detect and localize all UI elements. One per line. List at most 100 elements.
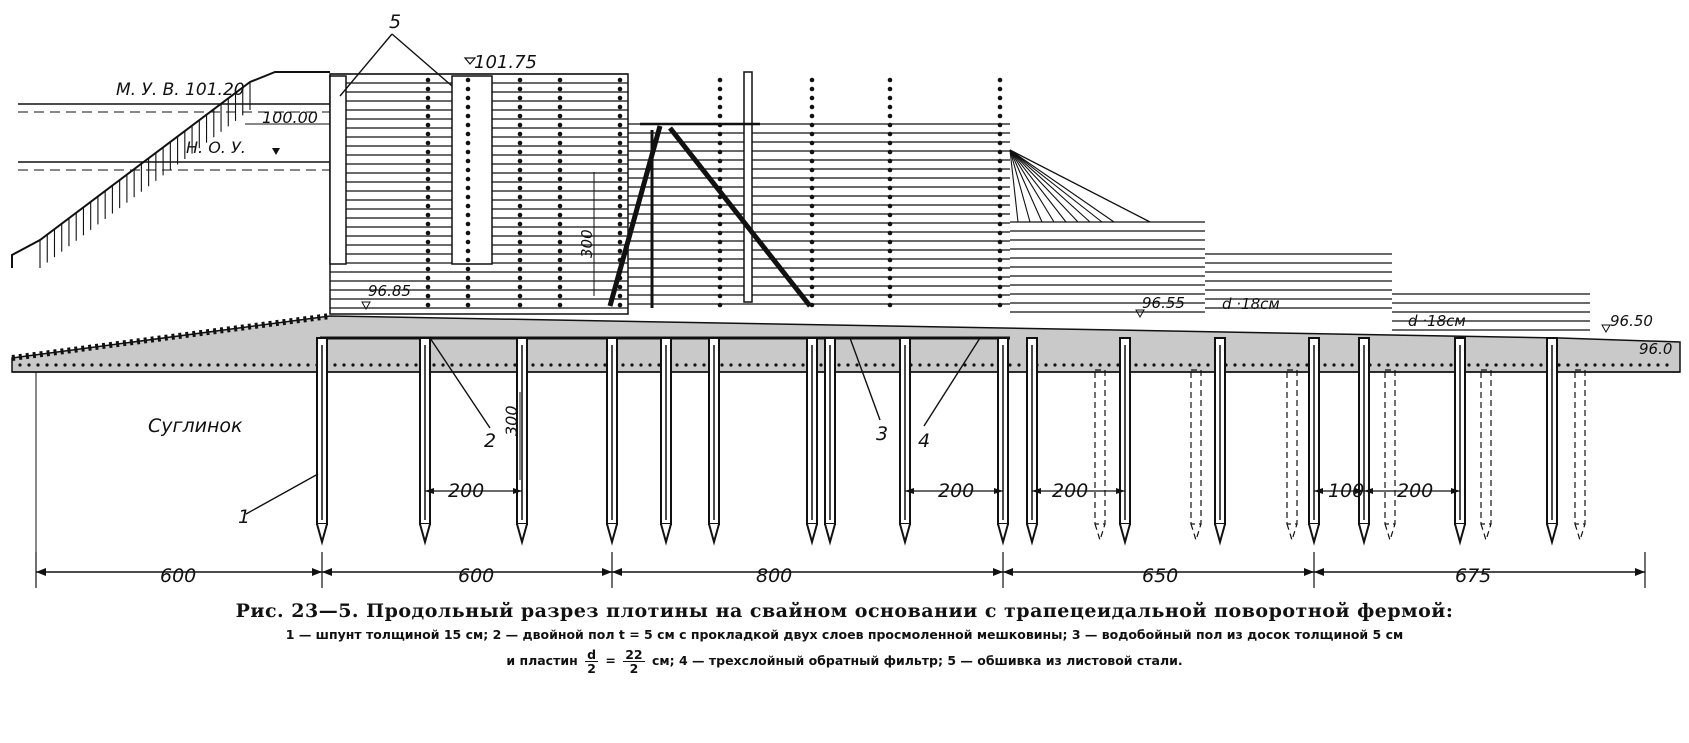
caption-title: Рис. 23—5. Продольный разрез плотины на …	[235, 600, 1454, 622]
fastener	[557, 149, 563, 155]
soil-texture	[846, 363, 850, 367]
pile-outline-tip	[1094, 523, 1106, 543]
fastener	[517, 212, 523, 218]
elevation-crest: 101.75	[474, 52, 537, 73]
soil-texture	[1116, 363, 1120, 367]
soil-texture	[297, 363, 301, 367]
soil-texture	[927, 363, 931, 367]
fastener	[809, 275, 815, 281]
label-nou: Н. О. У.	[186, 138, 246, 157]
soil-texture	[1251, 363, 1255, 367]
fan-line	[1009, 149, 1151, 223]
fastener	[465, 257, 471, 263]
soil-texture	[432, 363, 436, 367]
soil-texture	[1449, 363, 1453, 367]
soil-texture	[657, 363, 661, 367]
fastener	[809, 95, 815, 101]
soil-texture	[1062, 363, 1066, 367]
soil-texture	[855, 363, 859, 367]
soil-texture	[945, 363, 949, 367]
fastener	[997, 140, 1003, 146]
fraction-numerator: d	[585, 647, 599, 662]
fastener	[425, 104, 431, 110]
fan-line	[1009, 149, 1103, 223]
soil-texture	[1296, 363, 1300, 367]
dim-300-lower: 300	[502, 405, 521, 436]
soil-label: Суглинок	[148, 415, 243, 437]
fastener	[887, 248, 893, 254]
soil-texture	[36, 363, 40, 367]
soil-texture	[936, 363, 940, 367]
fastener	[425, 212, 431, 218]
pile-outline	[1190, 369, 1202, 525]
soil-texture	[819, 363, 823, 367]
fastener	[887, 194, 893, 200]
soil-texture	[837, 363, 841, 367]
soil-texture	[171, 363, 175, 367]
fastener	[717, 257, 723, 263]
soil-texture	[495, 363, 499, 367]
soil-texture	[918, 363, 922, 367]
fastener	[465, 131, 471, 137]
fastener	[617, 158, 623, 164]
fastener	[465, 284, 471, 290]
fastener	[517, 167, 523, 173]
soil-texture	[288, 363, 292, 367]
fastener	[517, 77, 523, 83]
soil-texture	[1017, 363, 1021, 367]
label-d18-b: d ·18см	[1408, 312, 1466, 330]
fastener	[557, 257, 563, 263]
fastener	[425, 167, 431, 173]
soil-texture	[198, 363, 202, 367]
soil-texture	[1665, 363, 1669, 367]
soil-texture	[1152, 363, 1156, 367]
pile-outline	[1574, 369, 1586, 525]
fastener	[617, 239, 623, 245]
soil-texture	[774, 363, 778, 367]
slope-line	[11, 71, 330, 268]
sheet-steel	[329, 75, 347, 265]
fastener	[425, 266, 431, 272]
pile-outline	[1480, 369, 1492, 525]
fastener	[425, 248, 431, 254]
soil-texture	[720, 363, 724, 367]
callout-5: 5	[389, 11, 401, 33]
fastener	[809, 248, 815, 254]
soil-texture	[333, 363, 337, 367]
soil-texture	[1503, 363, 1507, 367]
fastener	[465, 221, 471, 227]
fastener	[425, 149, 431, 155]
fastener	[887, 230, 893, 236]
pile-outline-tip	[1384, 523, 1396, 543]
caption-line-2-pre: и пластин	[506, 653, 578, 668]
fraction-denominator: 2	[629, 661, 639, 676]
fastener	[717, 149, 723, 155]
pile-outline	[1094, 369, 1106, 525]
fastener	[425, 239, 431, 245]
soil-texture	[990, 363, 994, 367]
soil-texture	[747, 363, 751, 367]
soil-texture	[1134, 363, 1138, 367]
fastener	[465, 194, 471, 200]
elevation-9650: 96.50	[1610, 312, 1653, 330]
fastener	[425, 122, 431, 128]
fastener	[997, 275, 1003, 281]
fastener	[717, 167, 723, 173]
soil-texture	[279, 363, 283, 367]
pile-tip	[1358, 523, 1370, 546]
fastener	[887, 203, 893, 209]
soil-texture	[621, 363, 625, 367]
fastener	[887, 95, 893, 101]
fastener	[809, 149, 815, 155]
fastener	[517, 284, 523, 290]
pile-outline-tip	[1286, 523, 1298, 543]
fastener	[617, 194, 623, 200]
fastener	[557, 131, 563, 137]
fastener	[557, 212, 563, 218]
fastener	[809, 104, 815, 110]
fastener	[717, 140, 723, 146]
soil-texture	[513, 363, 517, 367]
fastener	[809, 167, 815, 173]
callout-4: 4	[918, 430, 930, 452]
soil-texture	[756, 363, 760, 367]
